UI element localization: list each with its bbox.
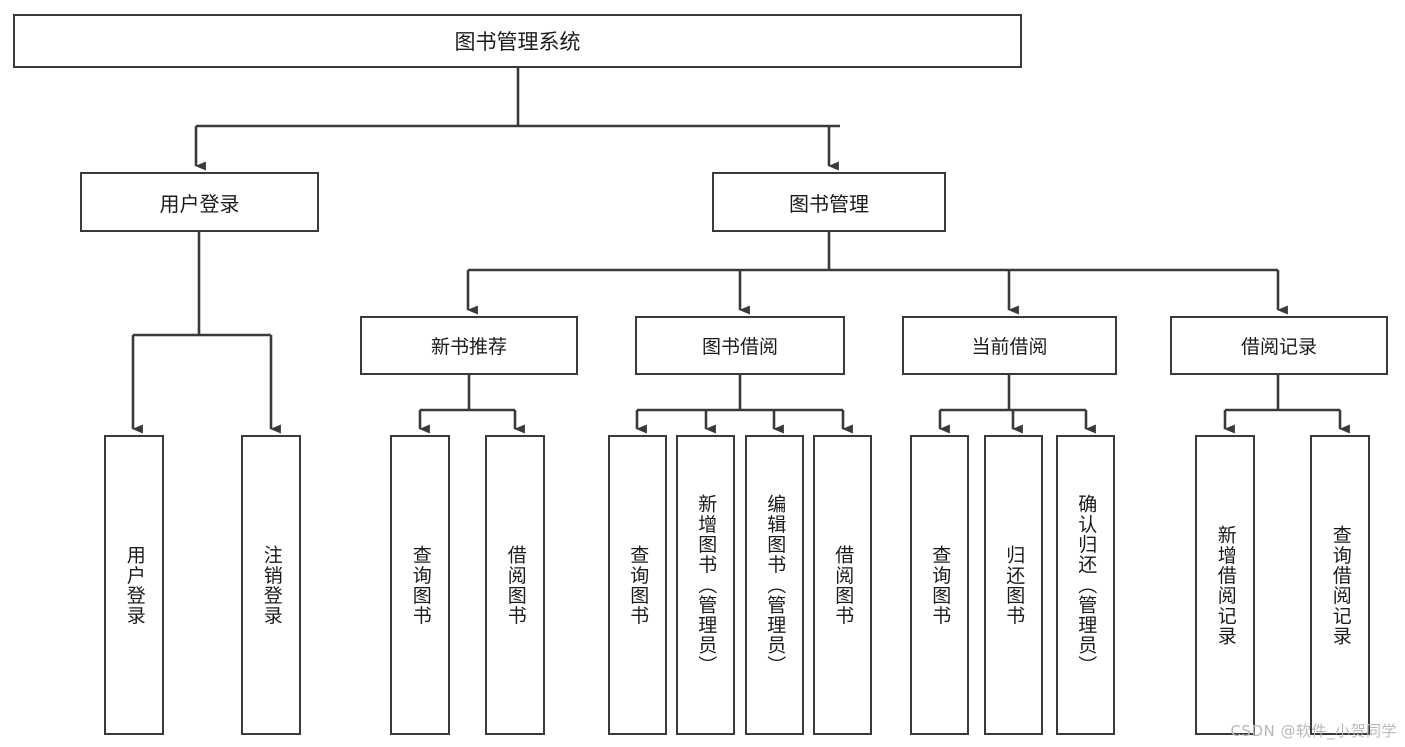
node-book-borrow[interactable]: 图书借阅 (635, 316, 845, 375)
node-label: 用户登录 (159, 191, 240, 216)
node-label: 查询图书 (929, 544, 952, 626)
node-label: 借阅图书 (504, 544, 527, 626)
node-label: 图书借阅 (701, 336, 778, 358)
node-leaf-add-borrow-record[interactable]: 新增借阅记录 (1195, 435, 1255, 735)
node-leaf-return-book[interactable]: 归还图书 (984, 435, 1043, 735)
node-label: 注销登录 (260, 544, 283, 626)
node-leaf-query-book-borrow[interactable]: 查询图书 (608, 435, 667, 735)
node-leaf-query-borrow-record[interactable]: 查询借阅记录 (1310, 435, 1370, 735)
node-label: 当前借阅 (971, 336, 1048, 358)
node-label: 用户登录 (123, 544, 146, 626)
node-leaf-user-login[interactable]: 用户登录 (104, 435, 164, 735)
node-label: 图书管理 (789, 191, 869, 216)
node-label: 查询图书 (627, 544, 650, 626)
node-leaf-logout[interactable]: 注销登录 (241, 435, 301, 735)
node-root-system[interactable]: 图书管理系统 (13, 14, 1022, 68)
node-label: 新增借阅记录 (1214, 524, 1237, 646)
node-label: 确认归还（管理员） (1075, 494, 1098, 676)
node-borrow-record[interactable]: 借阅记录 (1170, 316, 1388, 375)
node-label: 借阅记录 (1240, 336, 1317, 358)
node-leaf-borrow-book[interactable]: 借阅图书 (813, 435, 872, 735)
node-leaf-query-book-current[interactable]: 查询图书 (910, 435, 969, 735)
node-label: 新书推荐 (430, 336, 507, 358)
node-leaf-query-book-recommend[interactable]: 查询图书 (390, 435, 450, 735)
node-label: 查询借阅记录 (1329, 524, 1352, 646)
node-book-manage[interactable]: 图书管理 (712, 172, 946, 232)
node-label: 查询图书 (409, 544, 432, 626)
node-new-book-recommend[interactable]: 新书推荐 (360, 316, 578, 375)
node-leaf-confirm-return-admin[interactable]: 确认归还（管理员） (1056, 435, 1115, 735)
node-label: 图书管理系统 (454, 30, 581, 54)
csdn-watermark: CSDN @软件_小贺同学 (1230, 722, 1397, 740)
node-label: 借阅图书 (832, 544, 855, 626)
node-label: 新增图书（管理员） (695, 494, 718, 676)
node-label: 归还图书 (1003, 544, 1026, 626)
node-leaf-edit-book-admin[interactable]: 编辑图书（管理员） (745, 435, 804, 735)
node-user-login[interactable]: 用户登录 (80, 172, 319, 232)
node-leaf-borrow-book-recommend[interactable]: 借阅图书 (485, 435, 545, 735)
node-current-borrow[interactable]: 当前借阅 (902, 316, 1117, 375)
node-leaf-add-book-admin[interactable]: 新增图书（管理员） (676, 435, 735, 735)
node-label: 编辑图书（管理员） (764, 494, 787, 676)
